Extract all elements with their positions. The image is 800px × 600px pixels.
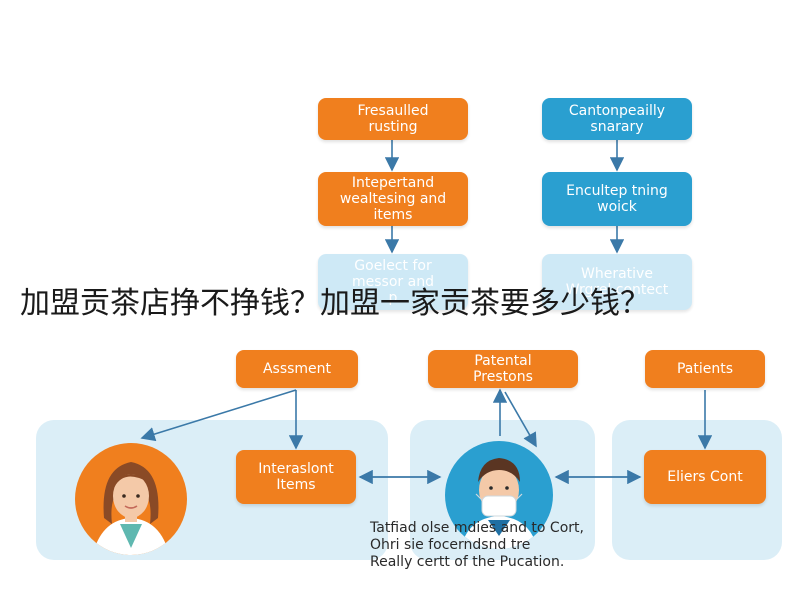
arrow-n7-avatar [140,389,297,442]
female-doctor-avatar [75,443,187,555]
node-patients: Patients [645,350,765,388]
node-cantonpeailly: Cantonpeailly snarary [542,98,692,140]
node-eliers-cont: Eliers Cont [644,450,766,504]
node-patental-prestons: Patental Prestons [428,350,578,388]
diagram-caption: Tatfiad olse mdies and to Cort, Ohri sie… [370,520,584,570]
node-encultep: Encultep tning woick [542,172,692,226]
node-interaslont-items: Interaslont Items [236,450,356,504]
node-asssment: Asssment [236,350,358,388]
arrow-n8-avatar [504,391,537,448]
page-title: 加盟贡茶店挣不挣钱？加盟一家贡茶要多少钱？ [20,286,650,321]
node-goelect: Goelect for messor and p [318,254,468,310]
node-wherative: Wherative Wrgrel contect [542,254,692,310]
node-intepertand: Intepertand wealtesing and items [318,172,468,226]
male-doctor-masked-avatar [445,441,553,549]
node-fresaulled-rusting: Fresaulled rusting [318,98,468,140]
